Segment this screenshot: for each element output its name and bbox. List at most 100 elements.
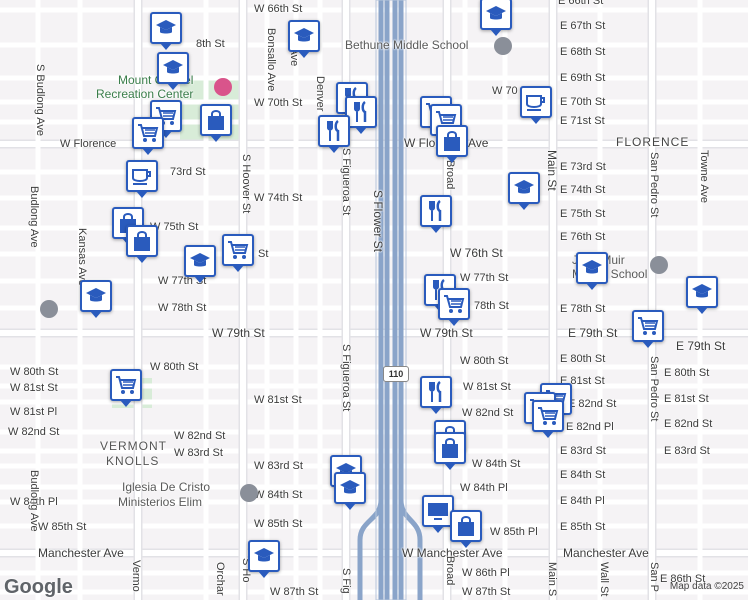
street-label: E 68th St — [560, 46, 606, 58]
street-label: E 70th St — [560, 96, 606, 108]
cart-marker-icon[interactable] — [532, 400, 564, 438]
street-label: W 86th Pl — [462, 567, 510, 579]
street-label: W 85th St — [254, 518, 303, 530]
street-label: E 78th St — [560, 303, 606, 315]
school-marker-icon[interactable] — [508, 172, 540, 210]
street-label: E 83rd St — [560, 445, 606, 457]
school-marker-icon[interactable] — [288, 20, 320, 58]
fork-marker-icon[interactable] — [318, 115, 350, 153]
street-label: W 84th St — [472, 458, 521, 470]
fork-marker-icon[interactable] — [420, 195, 452, 233]
street-label: W 81st St — [254, 394, 302, 406]
street-label: San P — [648, 562, 660, 592]
street-label: Wall St — [598, 562, 610, 597]
street-label: Kansas Ave — [76, 228, 88, 286]
street-label: E 84th Pl — [560, 495, 605, 507]
fork-marker-icon[interactable] — [345, 96, 377, 134]
street-label: E 82nd St — [568, 398, 617, 410]
street-label: E 86th St — [660, 573, 706, 585]
street-label: W 81st Pl — [10, 406, 58, 418]
school-marker-icon[interactable] — [576, 252, 608, 290]
fork-marker-icon[interactable] — [420, 376, 452, 414]
bag-marker-icon[interactable] — [436, 125, 468, 163]
street-label: S Flower St — [371, 190, 385, 253]
street-label: E 81st St — [664, 393, 709, 405]
street-label: E 80th St — [664, 367, 710, 379]
bag-marker-icon[interactable] — [200, 104, 232, 142]
street-label: S Fig — [340, 568, 352, 594]
street-label: St — [258, 248, 269, 260]
cart-marker-icon[interactable] — [632, 310, 664, 348]
street-label: W 80th St — [460, 355, 509, 367]
cup-marker-icon[interactable] — [126, 160, 158, 198]
street-label: E 85th St — [560, 521, 606, 533]
street-label: W 83rd St — [174, 447, 223, 459]
street-label: E 75th St — [560, 208, 606, 220]
street-label: W 84th Pl — [10, 496, 58, 508]
street-label: W 80th St — [150, 361, 199, 373]
street-label: E 79th St — [676, 339, 726, 353]
cup-marker-icon[interactable] — [520, 86, 552, 124]
street-label: 8th St — [196, 38, 225, 50]
cart-marker-icon[interactable] — [110, 369, 142, 407]
school-pin-icon[interactable] — [650, 256, 668, 274]
street-label: Budlong Ave — [28, 186, 40, 248]
highway-shield: 110 — [383, 366, 409, 382]
cart-marker-icon[interactable] — [132, 117, 164, 155]
map-attribution[interactable]: Map data ©2025 — [669, 581, 744, 592]
street-label: S Hoover St — [240, 154, 252, 214]
school-pin-icon[interactable] — [40, 300, 58, 318]
street-label: Manchester Ave — [563, 546, 649, 560]
street-label: W 81st St — [10, 382, 58, 394]
place-label[interactable]: Bethune Middle School — [345, 38, 469, 52]
street-label: Main St — [545, 150, 559, 191]
street-label: Denver — [314, 76, 326, 112]
street-label: W 76th St — [450, 246, 503, 260]
school-marker-icon[interactable] — [184, 245, 216, 283]
school-marker-icon[interactable] — [80, 280, 112, 318]
street-label: W 79th St — [212, 326, 265, 340]
street-label: W 70th St — [254, 97, 303, 109]
street-label: Bonsallo Ave — [265, 28, 277, 92]
park-pin-icon[interactable] — [214, 78, 232, 96]
bag-marker-icon[interactable] — [126, 225, 158, 263]
school-marker-icon[interactable] — [248, 540, 280, 578]
bag-marker-icon[interactable] — [450, 510, 482, 548]
street-label: W 83rd St — [254, 460, 303, 472]
street-label: W 87th St — [462, 586, 511, 598]
street-label: E 67th St — [560, 20, 606, 32]
street-label: W 75th St — [150, 221, 199, 233]
street-label: 73rd St — [170, 166, 206, 178]
street-label: E 71st St — [560, 115, 605, 127]
street-label: E 82nd St — [664, 418, 713, 430]
street-label: E 74th St — [560, 184, 606, 196]
street-label: E 73rd St — [560, 161, 606, 173]
place-label[interactable]: Ministerios Elim — [118, 495, 203, 509]
street-label: W 85th Pl — [490, 526, 538, 538]
street-label: W 78th St — [158, 302, 207, 314]
school-marker-icon[interactable] — [686, 276, 718, 314]
school-marker-icon[interactable] — [157, 52, 189, 90]
church-pin-icon[interactable] — [240, 484, 258, 502]
street-label: E 66th St — [558, 0, 604, 7]
school-pin-icon[interactable] — [494, 37, 512, 55]
street-label: E 80th St — [560, 353, 606, 365]
street-label: 78th St — [474, 300, 509, 312]
cart-marker-icon[interactable] — [438, 288, 470, 326]
school-marker-icon[interactable] — [150, 12, 182, 50]
street-label: E 83rd St — [664, 445, 710, 457]
street-label: W Florence — [60, 138, 117, 150]
place-label[interactable]: Recreation Center — [96, 87, 194, 101]
street-label: W 70 — [492, 85, 518, 97]
street-label: S Budlong Ave — [34, 64, 46, 136]
place-label[interactable]: Iglesia De Cristo — [122, 480, 211, 494]
street-label: W 85th St — [38, 521, 87, 533]
school-marker-icon[interactable] — [334, 472, 366, 510]
street-label: Manchester Ave — [38, 546, 124, 560]
bag-marker-icon[interactable] — [434, 432, 466, 470]
street-label: S Figueroa St — [340, 344, 352, 412]
street-label: W 74th St — [254, 192, 303, 204]
school-marker-icon[interactable] — [480, 0, 512, 36]
cart-marker-icon[interactable] — [222, 234, 254, 272]
